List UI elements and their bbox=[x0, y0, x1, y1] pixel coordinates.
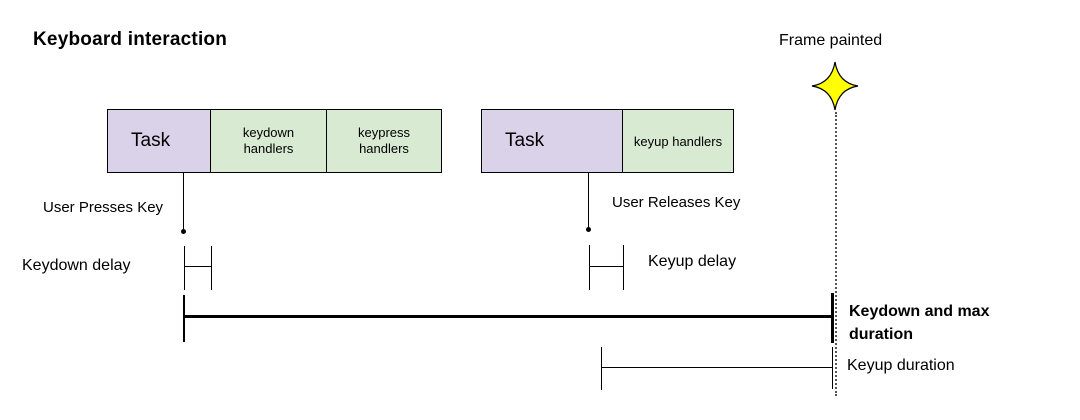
keydown-delay-tick-right bbox=[211, 246, 212, 290]
keydown-handlers-label: keydown handlers bbox=[242, 124, 295, 156]
frame-painted-star-icon bbox=[811, 61, 859, 111]
keydown-delay-interval bbox=[184, 266, 211, 267]
task-label: Task bbox=[131, 130, 171, 151]
task-block: Task bbox=[481, 109, 623, 173]
user-releases-key-label: User Releases Key bbox=[612, 194, 741, 211]
keyup-delay-tick-left bbox=[589, 245, 590, 290]
task-block: Task bbox=[107, 109, 211, 173]
keydown-delay-label: Keydown delay bbox=[22, 257, 131, 274]
keydown-task-group: Task keydown handlers keypress handlers bbox=[107, 109, 442, 173]
keydown-max-duration-tick-right bbox=[831, 293, 834, 343]
keyup-duration-interval bbox=[601, 367, 833, 368]
keydown-handlers-block: keydown handlers bbox=[210, 109, 327, 173]
keydown-delay-tick-left bbox=[184, 246, 185, 290]
keydown-max-duration-label: Keydown and max duration bbox=[849, 303, 990, 343]
task-label: Task bbox=[505, 130, 545, 151]
keyup-duration-tick-left bbox=[601, 347, 602, 390]
page-title: Keyboard interaction bbox=[33, 29, 228, 50]
keyup-delay-interval bbox=[589, 266, 623, 267]
release-event-dot bbox=[586, 227, 591, 232]
user-presses-key-label: User Presses Key bbox=[43, 199, 164, 216]
release-event-connector bbox=[588, 173, 589, 228]
keypress-handlers-label: keypress handlers bbox=[357, 124, 411, 156]
keyup-duration-label: Keyup duration bbox=[847, 357, 955, 374]
keydown-max-duration-tick-left bbox=[183, 295, 185, 342]
keyup-duration-tick-right bbox=[832, 347, 833, 389]
frame-painted-timeline bbox=[835, 112, 837, 396]
keyup-delay-tick-right bbox=[623, 245, 624, 290]
frame-painted-label: Frame painted bbox=[779, 32, 883, 49]
keyup-delay-label: Keyup delay bbox=[648, 253, 737, 270]
keyup-handlers-label: keyup handlers bbox=[633, 133, 723, 149]
keydown-max-duration-interval bbox=[183, 315, 833, 318]
press-event-connector bbox=[183, 173, 184, 230]
keyup-handlers-block: keyup handlers bbox=[622, 109, 734, 173]
keypress-handlers-block: keypress handlers bbox=[326, 109, 442, 173]
press-event-dot bbox=[181, 229, 186, 234]
keyup-task-group: Task keyup handlers bbox=[481, 109, 734, 173]
